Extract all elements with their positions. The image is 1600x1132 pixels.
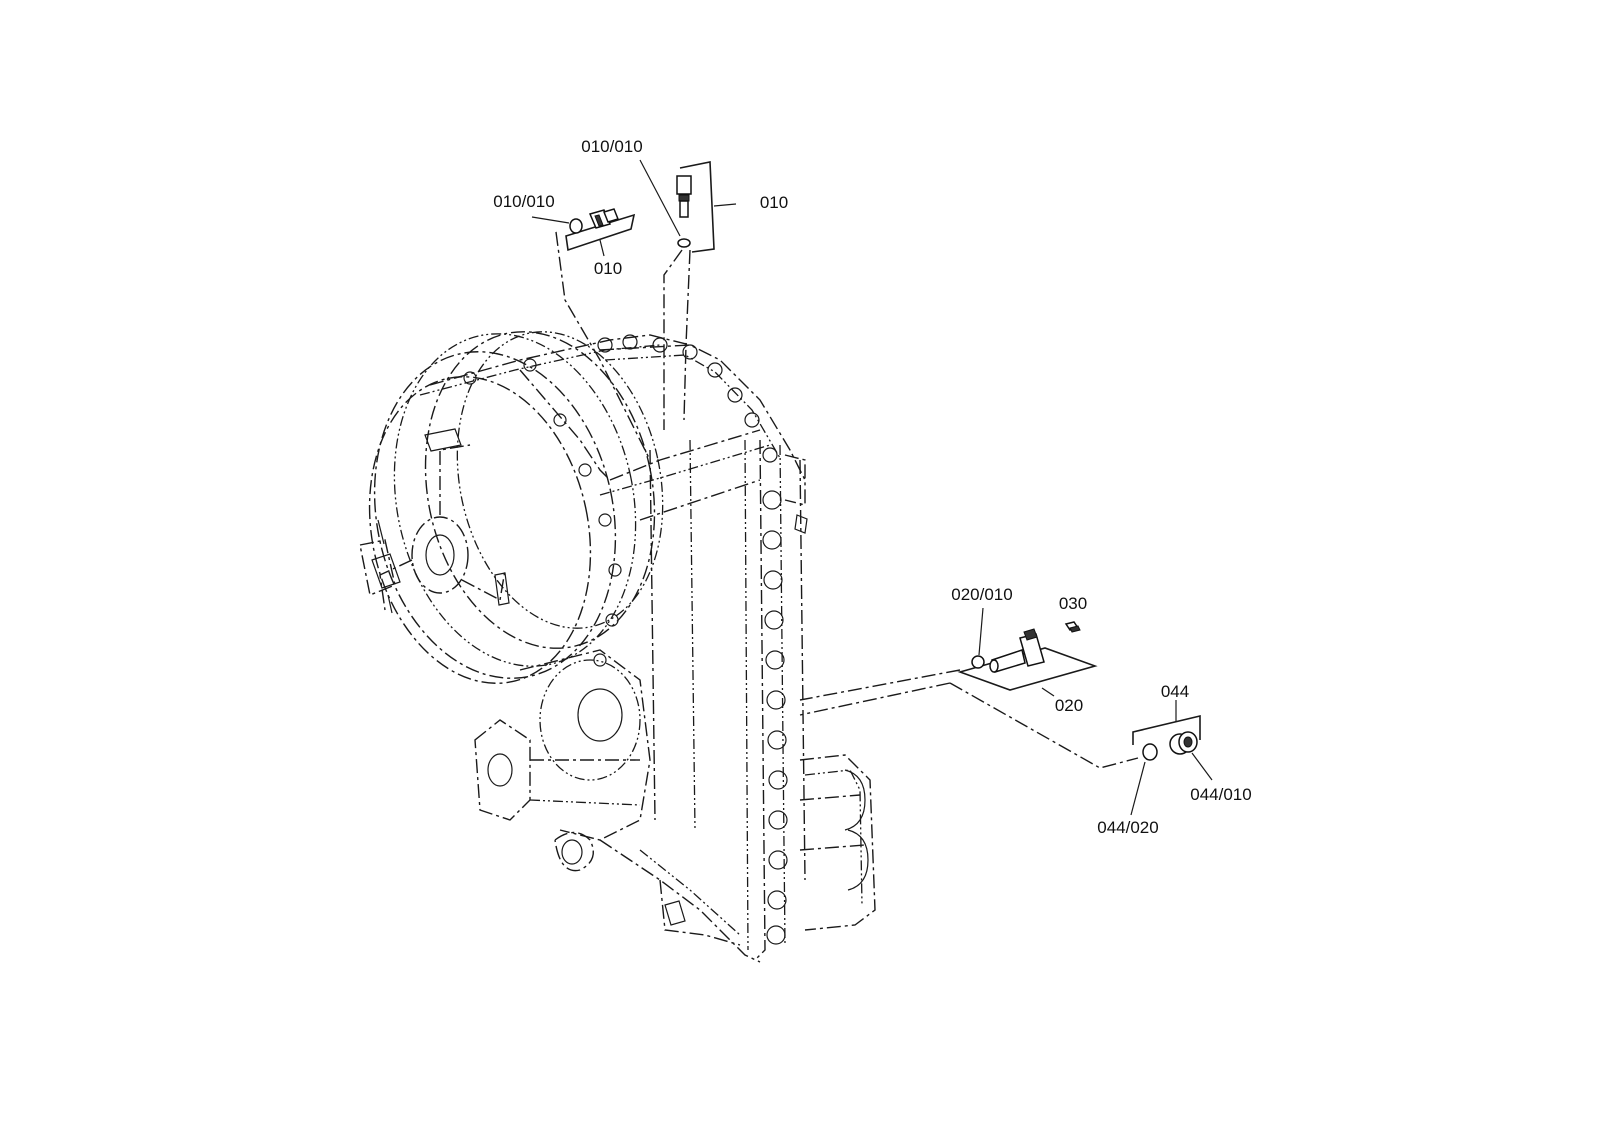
o-ring-part <box>569 218 583 234</box>
part-group-020 <box>957 607 1098 697</box>
callout-labels: 010/010 010 010/010 010 020/010 030 020 … <box>493 137 1251 837</box>
callout-top-right-ring: 010/010 <box>581 137 642 156</box>
callout-plug-group: 044 <box>1161 682 1189 701</box>
speed-sensor-part <box>989 628 1045 673</box>
part-group-044 <box>1130 700 1213 816</box>
callout-sensor-ring: 020/010 <box>951 585 1012 604</box>
screw-030-part <box>1064 621 1081 633</box>
assembly-centerlines <box>555 231 1139 769</box>
pressure-fitting-part <box>588 208 620 229</box>
callout-screw: 030 <box>1059 594 1087 613</box>
part-group-010-left <box>531 208 636 257</box>
callout-top-left-group: 010 <box>594 259 622 278</box>
callout-top-left-ring: 010/010 <box>493 192 554 211</box>
vertical-fitting-part <box>676 175 692 218</box>
transmission-housing <box>359 331 876 963</box>
callout-plug-ring: 044/020 <box>1097 818 1158 837</box>
callout-plug: 044/010 <box>1190 785 1251 804</box>
callout-sensor-group: 020 <box>1055 696 1083 715</box>
part-group-010-right <box>639 159 737 253</box>
callout-top-right-group: 010 <box>760 193 788 212</box>
screw-plug-part <box>1169 731 1198 755</box>
